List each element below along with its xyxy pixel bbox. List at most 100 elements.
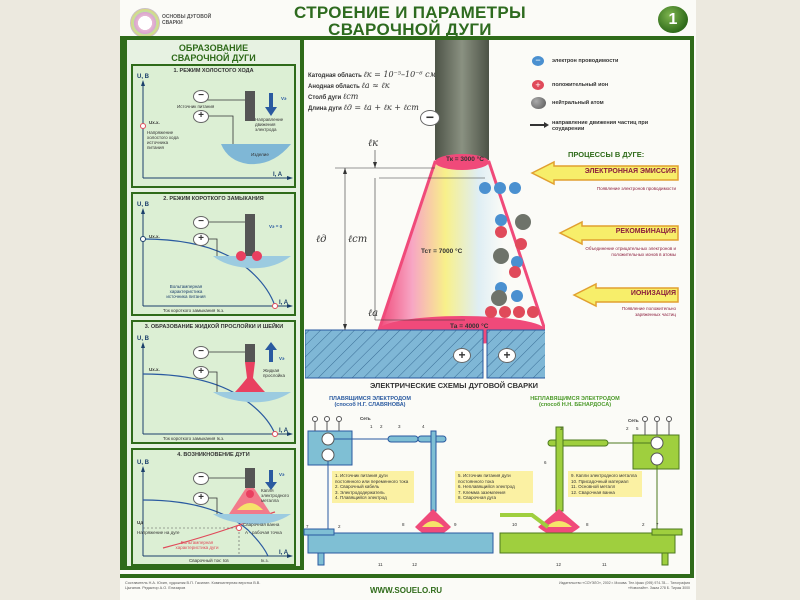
plus-terminal: + [193, 110, 209, 123]
workpiece-left [305, 329, 484, 379]
workpiece-plus-icon: + [453, 348, 471, 363]
velocity-arrow-head [265, 107, 277, 116]
electrode-minus-icon: − [420, 110, 440, 126]
panel-title: 2. РЕЖИМ КОРОТКОГО ЗАМЫКАНИЯ [163, 196, 264, 202]
column-temperature: Тст = 7000 °С [421, 248, 463, 255]
workpiece-plus-icon: + [498, 348, 516, 363]
legend-item: направление движения частиц при соударен… [530, 118, 680, 134]
formula-cathode: Катодная область ℓк = 10⁻⁵–10⁻⁶ см [308, 70, 437, 79]
website-link[interactable]: WWW.SOUELO.RU [370, 586, 442, 595]
cathode-temperature: Тк = 3000 °С [446, 156, 484, 163]
logo-icon [130, 8, 160, 38]
electrode-holder [387, 435, 419, 443]
publisher-info: Издательство «СОУЭЛО», 2002 г. Москва. Т… [559, 581, 690, 590]
ion-group [485, 226, 539, 318]
workpiece-pool [221, 144, 291, 165]
scheme-right-title: НЕПЛАВЯЩИМСЯ ЭЛЕКТРОДОМ (способ Н.Н. БЕН… [530, 396, 620, 408]
left-column: ОБРАЗОВАНИЕ СВАРОЧНОЙ ДУГИ 1. РЕЖИМ ХОЛО… [120, 36, 304, 570]
legend-note-left: 1. Источник питания дуги постоянного или… [332, 471, 414, 503]
left-column-title: ОБРАЗОВАНИЕ СВАРОЧНОЙ ДУГИ [171, 43, 256, 63]
panel-1-graphic [140, 80, 293, 180]
ionization-arrow [572, 282, 679, 308]
process-emission-label: ЭЛЕКТРОННАЯ ЭМИССИЯ [584, 168, 676, 175]
scheme-slavyanov [303, 416, 494, 566]
y-axis-arrow [141, 80, 145, 86]
legend-item: нейтральный атом [530, 96, 680, 110]
liquid-neck [235, 362, 265, 392]
mains-label-right: Сеть [628, 418, 639, 423]
title-line-1: СТРОЕНИЕ И ПАРАМЕТРЫ [294, 3, 526, 22]
formulas: Катодная область ℓк = 10⁻⁵–10⁻⁶ см Анодн… [308, 70, 436, 114]
process-emission-desc: Появление электронов проводимости [596, 186, 676, 191]
cathode-spot [435, 154, 489, 170]
main-frame [120, 36, 694, 578]
panel-2-graphic [140, 208, 293, 309]
working-point [236, 525, 242, 531]
panel-4-graphic [141, 466, 293, 558]
minus-terminal: − [193, 90, 209, 103]
non-consumable-electrode [555, 426, 564, 512]
mains-label-left: Сеть [360, 416, 371, 421]
neutral-atom-icon [531, 97, 546, 109]
formula-column: Столб дуги ℓст [308, 92, 359, 101]
process-recombination-desc: Объединение отрицательных электронов и п… [585, 246, 676, 257]
schemes-title: ЭЛЕКТРИЧЕСКИЕ СХЕМЫ ДУГОВОЙ СВАРКИ [370, 381, 539, 390]
legend-item: − электрон проводимости [530, 54, 680, 68]
panel-title: 1. РЕЖИМ ХОЛОСТОГО ХОДА [173, 68, 254, 74]
uxx-point [140, 123, 146, 129]
legend-note-middle: 5. Источник питания дуги постоянного ток… [455, 471, 533, 503]
la-label: ℓа [368, 308, 379, 319]
filler-rod [500, 513, 550, 529]
panel-title: 3. ОБРАЗОВАНИЕ ЖИДКОЙ ПРОСЛОЙКИ И ШЕЙКИ [144, 324, 284, 330]
arrow-icon [530, 124, 546, 126]
process-ionization-desc: Появление положительно заряженных частиц [621, 306, 676, 317]
velocity-arrow-shaft [269, 93, 273, 107]
scheme-benardos [499, 416, 683, 566]
credits: Составитель Н.А. Юхин, художник В.П. Гас… [125, 581, 261, 590]
sheet-number-badge: 1 [658, 6, 688, 33]
panel-3-graphic [141, 342, 293, 437]
base-metal [307, 532, 494, 554]
spark [252, 251, 262, 261]
electron-icon: − [532, 56, 544, 66]
process-ionization-label: ИОНИЗАЦИЯ [630, 290, 676, 297]
poster: ОСНОВЫ ДУГОВОЙ СВАРКИ СТРОЕНИЕ И ПАРАМЕТ… [120, 0, 696, 600]
ground-clamp [651, 528, 683, 536]
process-arrows [530, 160, 679, 308]
ld-label: ℓд [316, 234, 327, 245]
neutral-atom-group [491, 214, 531, 306]
consumable-electrode [430, 430, 437, 512]
legend-note-right: 9. Капли электродного металла 10. Присад… [568, 471, 642, 497]
processes-title: ПРОЦЕССЫ В ДУГЕ: [568, 150, 645, 159]
logo-text: ОСНОВЫ ДУГОВОЙ СВАРКИ [162, 14, 212, 26]
poster-title: СТРОЕНИЕ И ПАРАМЕТРЫ СВАРОЧНОЙ ДУГИ [270, 4, 550, 38]
process-recombination-label: РЕКОМБИНАЦИЯ [615, 228, 676, 235]
x-axis-arrow [287, 176, 293, 180]
arc-diagram [305, 40, 545, 379]
legend-item: + положительный ион [530, 78, 680, 92]
panel-short-circuit: 2. РЕЖИМ КОРОТКОГО ЗАМЫКАНИЯ − [131, 192, 296, 316]
base-metal [499, 532, 676, 554]
workpiece-right [486, 329, 545, 379]
panel-liquid-layer: 3. ОБРАЗОВАНИЕ ЖИДКОЙ ПРОСЛОЙКИ И ШЕЙКИ [131, 320, 296, 444]
ground-clamp [303, 528, 335, 536]
anode-temperature: Та = 4000 °С [450, 323, 489, 330]
arc-cone [229, 488, 271, 514]
scheme-left-title: ПЛАВЯЩИМСЯ ЭЛЕКТРОДОМ (способ Н.Г. СЛАВЯ… [329, 396, 411, 408]
electrode [245, 214, 255, 256]
formula-length: Длина дуги ℓд = ℓа + ℓк + ℓст [308, 103, 419, 112]
lk-label: ℓк [368, 138, 379, 149]
lst-label: ℓст [348, 234, 368, 245]
spark [236, 251, 246, 261]
electrode [245, 91, 255, 121]
panel-idle-mode: 1. РЕЖИМ ХОЛОСТОГО ХОДА − + U, B [131, 64, 296, 188]
emission-arrow [530, 160, 679, 186]
recombination-arrow [558, 220, 679, 246]
pos-wire [203, 115, 234, 148]
electrode [435, 40, 489, 160]
title-line-2: СВАРОЧНОЙ ДУГИ [328, 20, 492, 39]
positive-ion-icon: + [532, 80, 544, 90]
panel-arc-ignition: 4. ВОЗНИКНОВЕНИЕ ДУГИ [131, 448, 296, 566]
formula-anode: Анодная область ℓа ≈ ℓк [308, 81, 390, 90]
panel-title: 4. ВОЗНИКНОВЕНИЕ ДУГИ [177, 452, 250, 458]
